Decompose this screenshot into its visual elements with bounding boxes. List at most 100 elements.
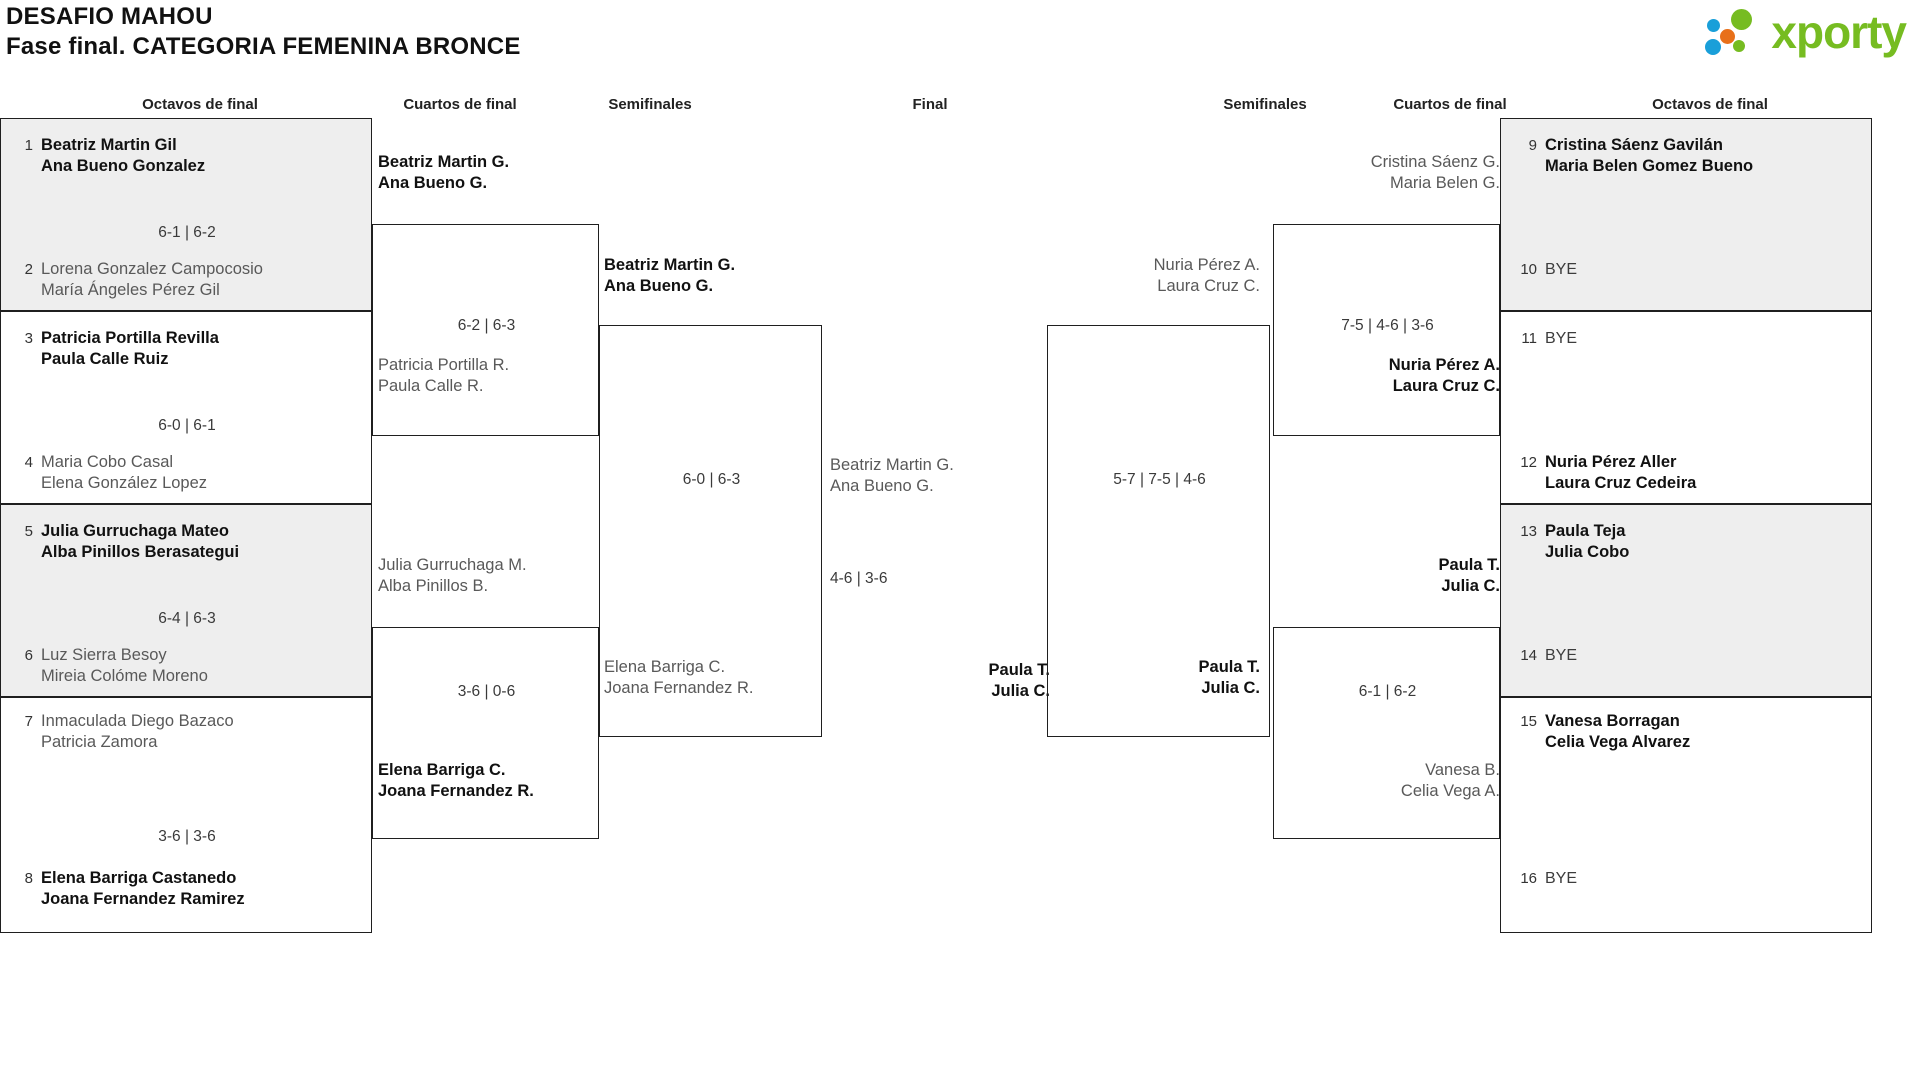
seed-number: 9 <box>1528 137 1537 154</box>
seed-names: Luz Sierra Besoy Mireia Colóme Moreno <box>41 645 208 687</box>
player-line-2: Laura Cruz C. <box>1392 377 1500 395</box>
match-score: 6-1 | 6-2 <box>1358 683 1417 700</box>
match-score: 6-0 | 6-1 <box>158 417 216 434</box>
logo-wordmark: xporty <box>1771 6 1907 58</box>
seed-player-1: Paula Teja <box>1545 522 1626 540</box>
sf-right-top-names: Nuria Pérez A. Laura Cruz C. <box>1030 255 1260 297</box>
seed-player-1: Maria Cobo Casal <box>41 453 174 471</box>
seed-number: 14 <box>1520 647 1537 664</box>
seed-names: BYE <box>1545 261 1578 278</box>
seed-names: Lorena Gonzalez Campocosio María Ángeles… <box>41 259 263 301</box>
round-label-left-qf: Cuartos de final <box>403 96 517 113</box>
seed-number: 4 <box>24 454 33 471</box>
seed-names: Elena Barriga Castanedo Joana Fernandez … <box>41 868 245 910</box>
match-score: 6-4 | 6-3 <box>158 610 216 627</box>
player-line-1: Paula T. <box>988 661 1050 679</box>
final-top-names: Beatriz Martin G. Ana Bueno G. <box>830 455 954 497</box>
player-line-2: Ana Bueno G. <box>378 174 488 192</box>
match-score: 6-0 | 6-3 <box>682 471 741 488</box>
player-line-2: Joana Fernandez R. <box>604 679 754 697</box>
player-line-2: Julia C. <box>1441 577 1500 595</box>
seed-cell-1[interactable]: 1 Beatriz Martin Gil Ana Bueno Gonzalez … <box>0 118 372 311</box>
final-match-score: 4-6 | 3-6 <box>830 570 888 587</box>
seed-names: Maria Cobo Casal Elena González Lopez <box>41 452 207 494</box>
seed-cell-9[interactable]: 9 Cristina Sáenz Gavilán Maria Belen Gom… <box>1500 118 1872 311</box>
seed-number: 8 <box>24 870 33 887</box>
player-line-2: Ana Bueno G. <box>604 277 714 295</box>
player-line-2: Paula Calle R. <box>378 377 484 395</box>
qf1-top-names: Beatriz Martin G. Ana Bueno G. <box>378 152 509 194</box>
seed-number: 6 <box>24 647 33 664</box>
tournament-name: DESAFIO MAHOU <box>6 3 213 30</box>
round-label-right-sf: Semifinales <box>1223 96 1307 113</box>
seed-number: 2 <box>24 261 33 278</box>
seed-cell-7[interactable]: 7 Inmaculada Diego Bazaco Patricia Zamor… <box>0 697 372 933</box>
seed-player-1: Beatriz Martin Gil <box>41 136 177 154</box>
seed-player-1: Vanesa Borragan <box>1545 712 1680 730</box>
logo-dots-icon <box>1705 7 1767 57</box>
round-label-right-r16: Octavos de final <box>1652 96 1768 113</box>
seed-player-1: Julia Gurruchaga Mateo <box>41 522 229 540</box>
seed-number: 5 <box>24 523 33 540</box>
seed-player-2: Ana Bueno Gonzalez <box>41 157 206 175</box>
seed-player-1: Inmaculada Diego Bazaco <box>41 712 234 730</box>
seed-names: Cristina Sáenz Gavilán Maria Belen Gomez… <box>1545 135 1753 177</box>
qf-right1-bottom-names: Nuria Pérez A. Laura Cruz C. <box>1240 355 1500 397</box>
seed-names: BYE <box>1545 870 1578 887</box>
player-line-1: Vanesa B. <box>1425 761 1500 779</box>
seed-cell-3[interactable]: 3 Patricia Portilla Revilla Paula Calle … <box>0 311 372 504</box>
qf-right-match-box-2[interactable]: 6-1 | 6-2 <box>1273 627 1500 839</box>
qf-right2-bottom-names: Vanesa B. Celia Vega A. <box>1240 760 1500 802</box>
player-line-2: Laura Cruz C. <box>1157 277 1260 295</box>
seed-names: BYE <box>1545 330 1578 347</box>
player-line-2: Ana Bueno G. <box>830 477 934 495</box>
qf-match-box-2[interactable]: 3-6 | 0-6 <box>372 627 599 839</box>
round-label-final: Final <box>912 96 948 113</box>
player-line-1: Paula T. <box>1198 658 1260 676</box>
seed-player-1: Cristina Sáenz Gavilán <box>1545 136 1723 154</box>
seed-player-2: Alba Pinillos Berasategui <box>41 543 240 561</box>
player-line-2: Alba Pinillos B. <box>378 577 489 595</box>
player-line-1: Beatriz Martin G. <box>604 256 736 274</box>
seed-names: Patricia Portilla Revilla Paula Calle Ru… <box>41 328 219 370</box>
player-line-1: Nuria Pérez A. <box>1388 356 1500 374</box>
seed-cell-15[interactable]: 15 Vanesa Borragan Celia Vega Alvarez 16… <box>1500 697 1872 933</box>
seed-cell-11[interactable]: 11 BYE 12 Nuria Pérez Aller Laura Cruz C… <box>1500 311 1872 504</box>
sf-left-match-box[interactable]: 6-0 | 6-3 <box>599 325 822 737</box>
qf2-top-names: Julia Gurruchaga M. Alba Pinillos B. <box>378 555 527 597</box>
seed-player-2: María Ángeles Pérez Gil <box>41 281 220 299</box>
player-line-1: Beatriz Martin G. <box>378 153 510 171</box>
round-label-right-qf: Cuartos de final <box>1393 96 1507 113</box>
seed-player-1: Elena Barriga Castanedo <box>41 869 237 887</box>
seed-names: Beatriz Martin Gil Ana Bueno Gonzalez <box>41 135 205 177</box>
player-line-2: Maria Belen G. <box>1389 174 1500 192</box>
sf-right-match-box[interactable]: 5-7 | 7-5 | 4-6 <box>1047 325 1270 737</box>
match-score: 6-1 | 6-2 <box>158 224 216 241</box>
seed-player-1: Nuria Pérez Aller <box>1545 453 1677 471</box>
seed-number: 13 <box>1520 523 1537 540</box>
match-score: 3-6 | 3-6 <box>158 828 216 845</box>
round-label-left-sf: Semifinales <box>608 96 692 113</box>
seed-names: BYE <box>1545 647 1578 664</box>
seed-cell-13[interactable]: 13 Paula Teja Julia Cobo 14 BYE <box>1500 504 1872 697</box>
player-line-1: Cristina Sáenz G. <box>1370 153 1500 171</box>
seed-names: Paula Teja Julia Cobo <box>1545 521 1629 563</box>
player-line-1: Paula T. <box>1438 556 1500 574</box>
final-bottom-names: Paula T. Julia C. <box>830 660 1050 702</box>
xporty-logo: xporty <box>1705 6 1907 58</box>
match-score: 3-6 | 0-6 <box>457 683 516 700</box>
seed-number: 12 <box>1520 454 1537 471</box>
qf-match-box-1[interactable]: 6-2 | 6-3 <box>372 224 599 436</box>
sf-left-top-names: Beatriz Martin G. Ana Bueno G. <box>604 255 735 297</box>
seed-player-2: Patricia Zamora <box>41 733 158 751</box>
qf-right-match-box-1[interactable]: 7-5 | 4-6 | 3-6 <box>1273 224 1500 436</box>
seed-player-1: Lorena Gonzalez Campocosio <box>41 260 263 278</box>
match-score: 7-5 | 4-6 | 3-6 <box>1341 317 1434 334</box>
seed-player-2: Laura Cruz Cedeira <box>1545 474 1697 492</box>
sf-right-bottom-names: Paula T. Julia C. <box>1040 657 1260 699</box>
seed-cell-5[interactable]: 5 Julia Gurruchaga Mateo Alba Pinillos B… <box>0 504 372 697</box>
seed-names: Vanesa Borragan Celia Vega Alvarez <box>1545 711 1690 753</box>
seed-player-2: Maria Belen Gomez Bueno <box>1545 157 1754 175</box>
player-line-1: Julia Gurruchaga M. <box>378 556 527 574</box>
